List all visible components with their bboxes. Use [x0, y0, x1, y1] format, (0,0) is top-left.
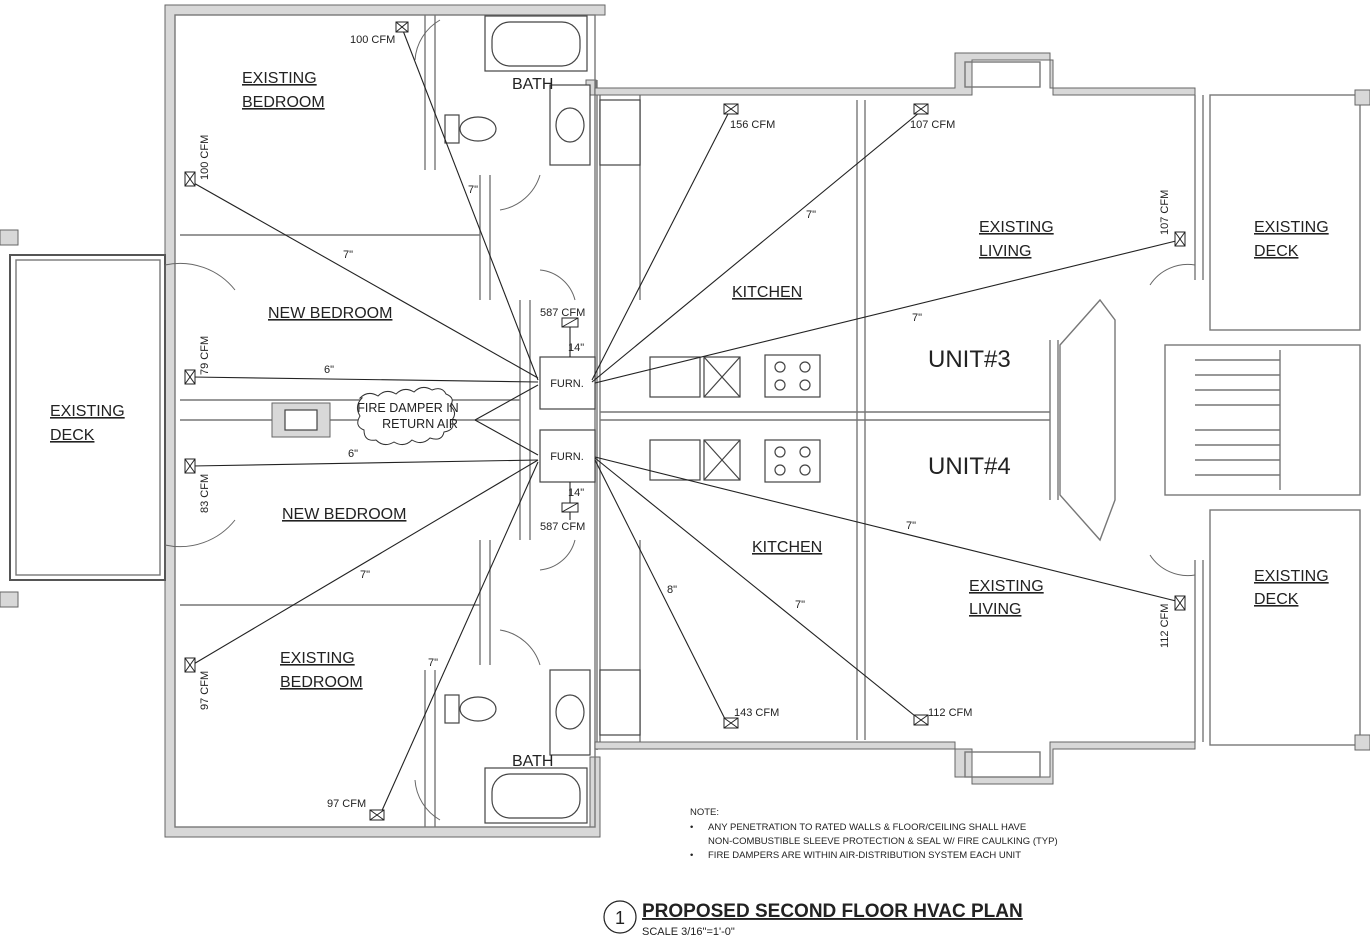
register-bath-bottom	[369, 809, 385, 821]
room-existing-deck-right-top-line1: EXISTING	[1254, 219, 1329, 236]
room-existing-bedroom-top-line2: BEDROOM	[242, 94, 325, 111]
register-living-bottom-a	[913, 714, 929, 726]
room-existing-bedroom-bottom-line2: BEDROOM	[280, 674, 363, 691]
furnace-lower: FURN.	[539, 429, 596, 483]
cfm-return-top: 587 CFM	[540, 307, 585, 319]
detail-number-circle	[603, 900, 637, 934]
room-bath-top: BATH	[512, 76, 553, 93]
toilet-tank-bottom	[444, 694, 460, 724]
toilet-tank-top	[444, 114, 460, 144]
furnace-upper-label: FURN.	[550, 378, 584, 390]
furnace-lower-label: FURN.	[550, 451, 584, 463]
duct-size-bedroom-top: 7"	[343, 249, 353, 261]
cfm-living-bottom-a: 112 CFM	[928, 707, 972, 719]
room-existing-bedroom-bottom-line1: EXISTING	[280, 650, 355, 667]
register-living-bottom-b	[1174, 595, 1186, 611]
register-new-bedroom-top	[184, 369, 196, 385]
return-grille-bottom	[561, 502, 579, 513]
drawing-title: PROPOSED SECOND FLOOR HVAC PLAN	[642, 901, 1023, 922]
register-living-top-a	[913, 103, 929, 115]
cfm-labels: 100 CFM 100 CFM 156 CFM 107 CFM 107 CFM …	[199, 34, 1171, 810]
cfm-bedroom-bottom: 97 CFM	[199, 671, 211, 710]
register-new-bedroom-bottom	[184, 458, 196, 474]
room-existing-living-bottom-line1: EXISTING	[969, 578, 1044, 595]
room-existing-living-top-line1: EXISTING	[979, 219, 1054, 236]
room-new-bedroom-bottom: NEW BEDROOM	[282, 506, 406, 523]
room-existing-deck-right-bottom-line1: EXISTING	[1254, 568, 1329, 585]
cfm-new-bedroom-top: 79 CFM	[199, 336, 211, 375]
svg-text:•: •	[690, 850, 693, 861]
duct-size-bath-top: 7"	[468, 184, 478, 196]
room-new-bedroom-top: NEW BEDROOM	[268, 305, 392, 322]
duct-size-living-bottom-a: 7"	[795, 599, 805, 611]
detail-number: 1	[615, 908, 625, 928]
fire-damper-line-1: FIRE DAMPER IN	[357, 401, 458, 415]
room-existing-living-bottom-line2: LIVING	[969, 601, 1021, 618]
register-kitchen-top	[723, 103, 739, 115]
stair-treads	[1195, 350, 1281, 490]
cfm-kitchen-bottom: 143 CFM	[734, 707, 779, 719]
room-existing-deck-right-top-line2: DECK	[1254, 243, 1299, 260]
register-bedroom-top	[184, 171, 196, 187]
fridge-bottom	[599, 669, 641, 736]
register-bedroom-bottom	[184, 657, 196, 673]
fridge-top	[599, 99, 641, 166]
duct-size-new-bedroom-top: 6"	[324, 364, 334, 376]
duct-size-living-top: 7"	[912, 312, 922, 324]
fire-damper-line-2: RETURN AIR	[382, 417, 458, 431]
duct-size-kitchen-bottom: 8"	[667, 584, 677, 596]
fixtures	[271, 15, 821, 824]
cfm-bath-top: 100 CFM	[350, 34, 395, 46]
register-kitchen-bottom	[723, 717, 739, 729]
duct-size-return-bottom: 14"	[568, 487, 584, 499]
duct-size-labels: 7" 7" 7" 7" 6" 6" 14" 14" 7" 7" 8" 7" 7"	[324, 184, 922, 669]
building-walls	[0, 4, 1370, 838]
room-kitchen-bottom: KITCHEN	[752, 539, 822, 556]
fire-damper-callout: FIRE DAMPER IN RETURN AIR	[356, 386, 459, 446]
cfm-bedroom-top: 100 CFM	[199, 135, 211, 180]
furnace-upper: FURN.	[539, 356, 596, 410]
cfm-return-bottom: 587 CFM	[540, 521, 585, 533]
svg-text:•: •	[690, 822, 693, 833]
cfm-living-top-b: 107 CFM	[1159, 190, 1171, 235]
register-living-top-b	[1174, 231, 1186, 247]
room-existing-deck-left-line1: EXISTING	[50, 403, 125, 420]
title-block: 1 PROPOSED SECOND FLOOR HVAC PLAN SCALE …	[603, 900, 1023, 938]
cfm-new-bedroom-bottom: 83 CFM	[199, 474, 211, 513]
room-existing-deck-right-bottom-line2: DECK	[1254, 591, 1299, 608]
room-existing-deck-left-line2: DECK	[50, 427, 95, 444]
range-bottom	[764, 439, 821, 483]
range-top	[764, 354, 821, 398]
cfm-living-bottom-b: 112 CFM	[1159, 604, 1171, 648]
supply-ducts	[191, 27, 1181, 816]
cfm-bath-bottom: 97 CFM	[327, 798, 366, 810]
room-existing-living-top-line2: LIVING	[979, 243, 1031, 260]
room-existing-bedroom-top-line1: EXISTING	[242, 70, 317, 87]
duct-size-new-bedroom-bottom: 6"	[348, 448, 358, 460]
drawing-scale: SCALE 3/16"=1'-0"	[642, 926, 735, 938]
duct-size-bedroom-bottom: 7"	[360, 569, 370, 581]
duct-size-kitchen-top: 7"	[806, 209, 816, 221]
note-heading: NOTE:	[690, 807, 719, 818]
register-bath-top	[395, 21, 409, 33]
duct-size-living-bottom-b: 7"	[906, 520, 916, 532]
cfm-kitchen-top: 156 CFM	[730, 119, 775, 131]
note-item-2: NON-COMBUSTIBLE SLEEVE PROTECTION & SEAL…	[708, 836, 1058, 847]
cfm-living-top-a: 107 CFM	[910, 119, 955, 131]
unit-4-label: UNIT#4	[928, 453, 1011, 480]
note-item-1: ANY PENETRATION TO RATED WALLS & FLOOR/C…	[708, 822, 1026, 833]
doors	[164, 19, 1196, 821]
room-kitchen-top: KITCHEN	[732, 284, 802, 301]
room-bath-bottom: BATH	[512, 753, 553, 770]
room-labels: EXISTING BEDROOM BATH NEW BEDROOM NEW BE…	[50, 70, 1329, 770]
note-item-3: FIRE DAMPERS ARE WITHIN AIR-DISTRIBUTION…	[708, 850, 1021, 861]
duct-size-bath-bottom: 7"	[428, 657, 438, 669]
duct-size-return-top: 14"	[568, 342, 584, 354]
return-grille-top	[561, 317, 579, 328]
kitchen-sink-bottom	[649, 439, 701, 481]
notes: NOTE: • ANY PENETRATION TO RATED WALLS &…	[690, 807, 1058, 861]
unit-3-label: UNIT#3	[928, 346, 1011, 373]
registers	[184, 21, 1186, 821]
